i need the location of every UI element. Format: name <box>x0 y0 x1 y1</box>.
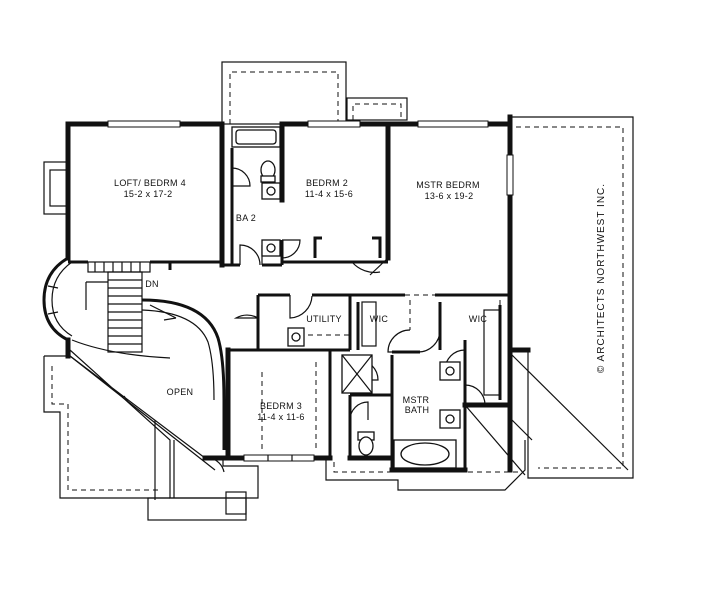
room-open-name: OPEN <box>167 387 194 397</box>
stair <box>71 261 226 450</box>
fixtures <box>231 126 501 469</box>
windows <box>107 120 514 462</box>
room-ba2-name: BA 2 <box>236 213 256 223</box>
room-labels: LOFT/ BEDRM 4 15-2 x 17-2 BEDRM 2 11-4 x… <box>114 178 487 422</box>
room-mstr-bath-line2: BATH <box>405 405 430 415</box>
room-utility-name: UTILITY <box>306 314 342 324</box>
copyright-text: © ARCHITECTS NORTHWEST INC. <box>596 183 607 373</box>
room-bedrm2-dims: 11-4 x 15-6 <box>305 189 353 199</box>
room-loft-name: LOFT/ BEDRM 4 <box>114 178 186 188</box>
room-mstr-bedrm-dims: 13-6 x 19-2 <box>425 191 474 201</box>
room-loft-dims: 15-2 x 17-2 <box>124 189 173 199</box>
room-wic-left-name: WIC <box>370 314 389 324</box>
stair-dn-label: DN <box>145 279 159 289</box>
room-bedrm3-name: BEDRM 3 <box>260 401 302 411</box>
room-mstr-bath-line1: MSTR <box>403 395 430 405</box>
room-bedrm2-name: BEDRM 2 <box>306 178 348 188</box>
roof-outlines <box>43 61 634 521</box>
bay-window <box>42 256 73 342</box>
room-wic-right-name: WIC <box>469 314 488 324</box>
room-mstr-bedrm-name: MSTR BEDRM <box>416 180 480 190</box>
room-bedrm3-dims: 11-4 x 11-6 <box>257 412 305 422</box>
doors <box>209 167 486 473</box>
